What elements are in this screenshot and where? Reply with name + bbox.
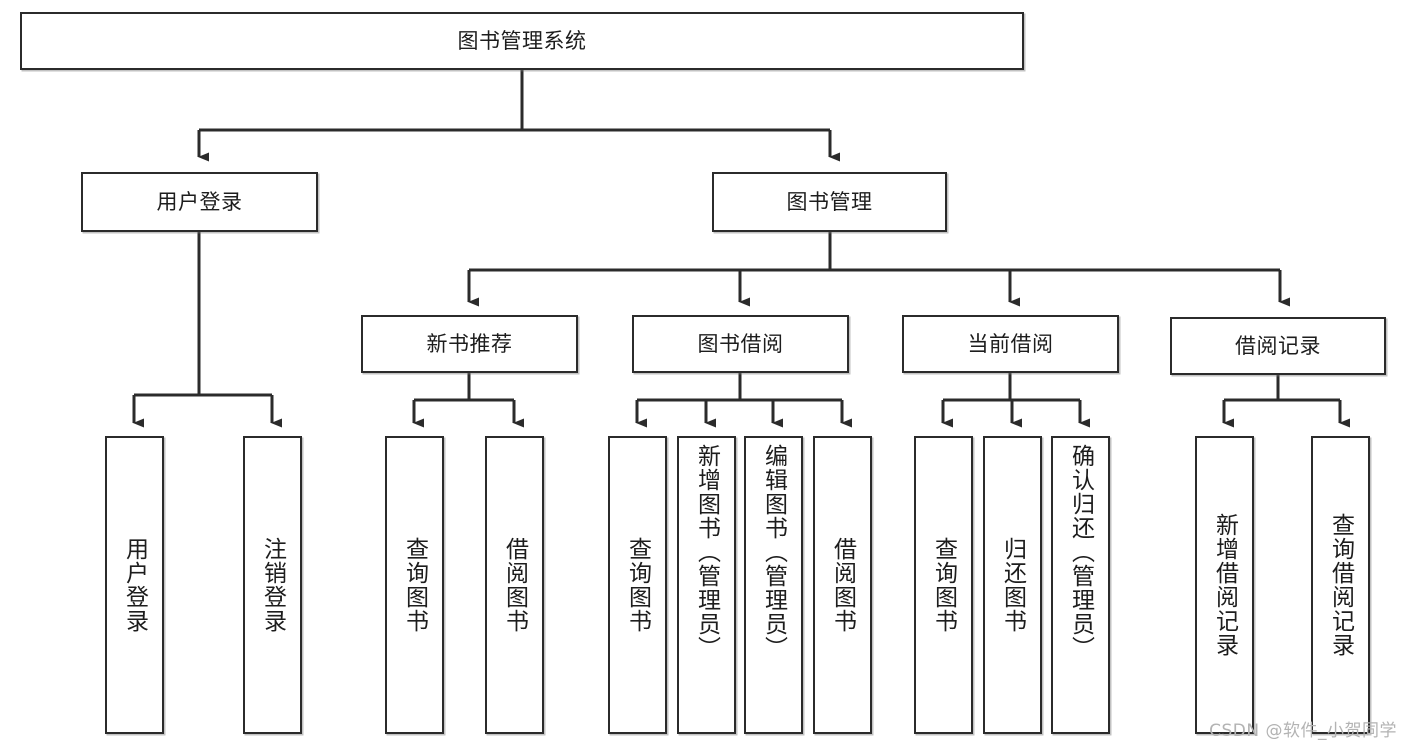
node-label: 查询图书 [624,537,651,633]
node-label: 新书推荐 [426,331,513,356]
node-label: 查询图书 [401,537,428,633]
leaf-record-add-record[interactable]: 新增借阅记录 [1195,436,1254,734]
leaf-recommend-borrow-book[interactable]: 借阅图书 [485,436,544,734]
node-label: 图书管理系统 [457,28,587,53]
node-label: 归还图书 [999,537,1026,633]
node-label: 注销登录 [259,537,286,633]
node-new-book-recommend[interactable]: 新书推荐 [361,315,578,373]
leaf-borrow-edit-book-admin[interactable]: 编辑图书（管理员） [744,436,803,734]
node-label: 编辑图书（管理员） [760,444,787,660]
node-label: 查询图书 [930,537,957,633]
node-label: 用户登录 [121,537,148,633]
node-label: 借阅图书 [501,537,528,633]
node-label: 当前借阅 [967,331,1054,356]
node-label: 图书借阅 [697,331,784,356]
leaf-record-query-record[interactable]: 查询借阅记录 [1311,436,1370,734]
node-label: 借阅图书 [829,537,856,633]
node-root-system[interactable]: 图书管理系统 [20,12,1024,70]
node-borrow-record[interactable]: 借阅记录 [1170,317,1386,375]
leaf-user-login-logout[interactable]: 注销登录 [243,436,302,734]
leaf-current-confirm-return-admin[interactable]: 确认归还（管理员） [1051,436,1110,734]
node-book-borrow[interactable]: 图书借阅 [632,315,849,373]
node-label: 借阅记录 [1235,333,1321,358]
node-user-login[interactable]: 用户登录 [81,172,318,232]
node-label: 查询借阅记录 [1327,513,1354,657]
node-label: 图书管理 [786,189,873,214]
node-label: 用户登录 [156,189,243,214]
leaf-user-login-login[interactable]: 用户登录 [105,436,164,734]
leaf-current-return-book[interactable]: 归还图书 [983,436,1042,734]
node-book-management[interactable]: 图书管理 [712,172,947,232]
leaf-borrow-borrow-book[interactable]: 借阅图书 [813,436,872,734]
node-label: 确认归还（管理员） [1067,444,1094,660]
node-label: 新增图书（管理员） [693,444,720,660]
node-label: 新增借阅记录 [1211,513,1238,657]
node-current-borrow[interactable]: 当前借阅 [902,315,1119,373]
leaf-borrow-query-book[interactable]: 查询图书 [608,436,667,734]
leaf-recommend-query-book[interactable]: 查询图书 [385,436,444,734]
leaf-current-query-book[interactable]: 查询图书 [914,436,973,734]
leaf-borrow-add-book-admin[interactable]: 新增图书（管理员） [677,436,736,734]
